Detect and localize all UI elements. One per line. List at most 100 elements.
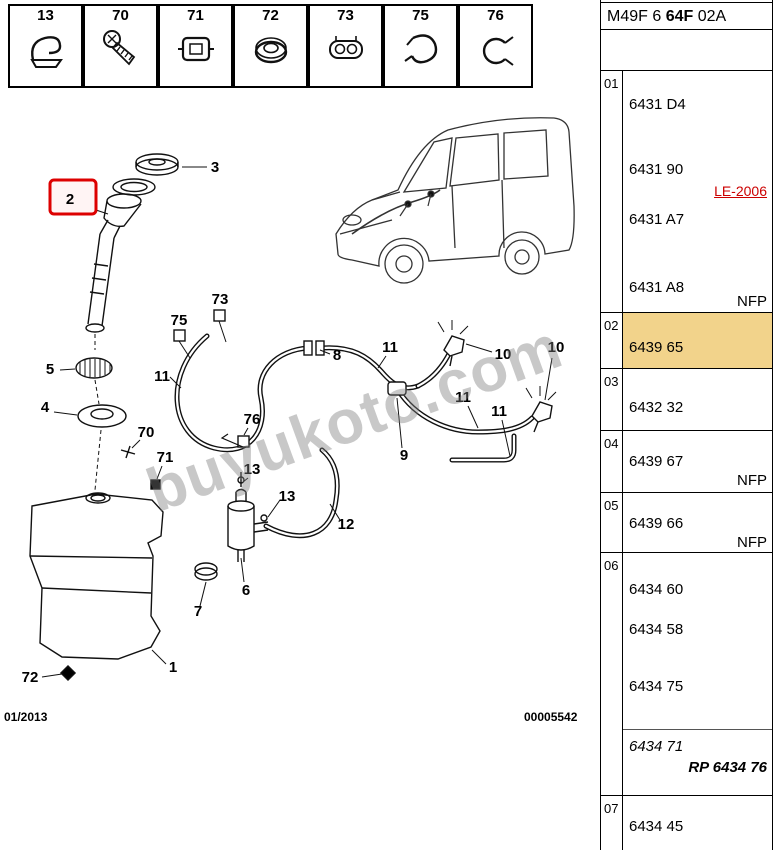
washer-hoses [174, 333, 535, 539]
callout-13b[interactable]: 13 [279, 488, 296, 505]
fastener-cell-72[interactable]: 72 [233, 4, 308, 88]
parts-row-03: 03 6432 32 [601, 368, 772, 430]
clamp-76-mark [237, 435, 250, 448]
callout-75[interactable]: 75 [171, 312, 188, 329]
fastener-number: 70 [112, 7, 129, 24]
callout-70[interactable]: 70 [138, 424, 155, 441]
revision-date: 01/2013 [4, 710, 48, 724]
row-parts-cell-highlighted: 6439 65 [623, 313, 772, 368]
row-parts-cell: 6431 D4 6431 90 LE-2006 6431 A7 6431 A8 … [623, 71, 772, 312]
le2006-link[interactable]: LE-2006 [714, 183, 767, 199]
part-number[interactable]: 6434 75 [629, 678, 684, 695]
part-number[interactable]: 6434 45 [629, 818, 684, 835]
part-number[interactable]: 6432 32 [629, 399, 684, 416]
callout-5[interactable]: 5 [46, 361, 54, 378]
part-number[interactable]: 6431 D4 [629, 96, 686, 113]
part-number[interactable]: 6439 66 [629, 515, 684, 532]
catalog-reference: M49F 6 64F 02A [601, 2, 772, 30]
row-index: 01 [601, 71, 623, 312]
part-number[interactable]: 6439 67 [629, 453, 684, 470]
callout-8[interactable]: 8 [333, 347, 341, 364]
callout-13a[interactable]: 13 [244, 461, 261, 478]
fastener-cell-76[interactable]: 76 [458, 4, 533, 88]
leader-lines [41, 166, 553, 678]
callout-73[interactable]: 73 [212, 291, 229, 308]
grommet-icon [254, 37, 287, 64]
hose-clip-icon [403, 34, 437, 64]
callout-10a[interactable]: 10 [495, 346, 512, 363]
fastener-cell-13[interactable]: 13 [8, 4, 83, 88]
superseded-part-number[interactable]: 6434 71 [629, 738, 684, 755]
nfp-flag: NFP [737, 293, 767, 310]
callout-2[interactable]: 2 [66, 191, 74, 208]
screw-70-mark [120, 445, 136, 459]
parts-rows: 01 6431 D4 6431 90 LE-2006 6431 A7 6431 … [601, 70, 772, 850]
parts-row-07: 07 6434 45 [601, 795, 772, 850]
callout-11c[interactable]: 11 [455, 389, 471, 406]
fastener-marks [59, 309, 250, 682]
row-index: 04 [601, 431, 623, 492]
part-number[interactable]: 6431 A8 [629, 279, 685, 296]
part-number[interactable]: 6434 58 [629, 621, 684, 638]
callout-9[interactable]: 9 [400, 447, 408, 464]
fastener-number: 76 [487, 7, 504, 24]
callout-12[interactable]: 12 [338, 516, 355, 533]
callout-11a[interactable]: 11 [154, 368, 170, 385]
row-index: 02 [601, 313, 623, 368]
row-parts-cell: 6434 60 6434 58 6434 75 6434 71 RP 6434 … [623, 553, 772, 795]
row-parts-cell: 6432 32 [623, 369, 772, 430]
callout-4[interactable]: 4 [41, 399, 50, 416]
substitution-divider [623, 729, 772, 730]
parts-row-04: 04 6439 67 NFP [601, 430, 772, 492]
parts-row-01: 01 6431 D4 6431 90 LE-2006 6431 A7 6431 … [601, 70, 772, 312]
parts-row-02: 02 6439 65 [601, 312, 772, 368]
clamp-clip-icon [482, 36, 514, 66]
row-index: 06 [601, 553, 623, 795]
nfp-flag: NFP [737, 472, 767, 489]
connector-73-mark [213, 309, 226, 322]
connectors-nozzles [303, 320, 557, 433]
row-parts-cell: 6439 66 NFP [623, 493, 772, 552]
callout-72[interactable]: 72 [22, 669, 39, 686]
row-parts-cell: 6434 45 [623, 796, 772, 850]
fastener-cell-70[interactable]: 70 [83, 4, 158, 88]
callout-71[interactable]: 71 [157, 449, 174, 466]
hose-connector-icon [328, 36, 363, 59]
washer-parts [29, 153, 269, 660]
grommet-72-mark [59, 664, 77, 682]
nfp-flag: NFP [737, 534, 767, 551]
clip-nut-icon [177, 36, 214, 62]
callout-10b[interactable]: 10 [548, 339, 565, 356]
diagram-canvas: 2 3 75 73 11 8 11 10 10 11 11 5 4 76 70 … [22, 117, 575, 686]
callout-76[interactable]: 76 [244, 411, 261, 428]
callout-1[interactable]: 1 [169, 659, 177, 676]
fastener-strip: 13 70 71 72 [8, 4, 533, 88]
part-number[interactable]: 6434 60 [629, 581, 684, 598]
parts-row-05: 05 6439 66 NFP [601, 492, 772, 552]
parts-panel: M49F 6 64F 02A 01 6431 D4 6431 90 LE-200… [600, 0, 773, 850]
parts-row-06: 06 6434 60 6434 58 6434 75 6434 71 RP 64… [601, 552, 772, 795]
replacement-part-number[interactable]: RP 6434 76 [688, 759, 767, 776]
row-index: 05 [601, 493, 623, 552]
clip-75-mark [173, 329, 186, 342]
exploded-diagram: 2 3 75 73 11 8 11 10 10 11 11 5 4 76 70 … [0, 88, 600, 750]
ref-post: 02A [693, 8, 727, 25]
fastener-number: 72 [262, 7, 279, 24]
fastener-cell-73[interactable]: 73 [308, 4, 383, 88]
selected-callout-box[interactable]: 2 [48, 178, 98, 216]
part-number-selected[interactable]: 6439 65 [629, 339, 684, 356]
callout-labels: 3 75 73 11 8 11 10 10 11 11 5 4 76 70 71… [22, 159, 565, 686]
callout-7[interactable]: 7 [194, 603, 202, 620]
fastener-cell-71[interactable]: 71 [158, 4, 233, 88]
fastener-cell-75[interactable]: 75 [383, 4, 458, 88]
part-number[interactable]: 6431 90 [629, 161, 684, 178]
row-index: 03 [601, 369, 623, 430]
sheet-number: 00005542 [524, 710, 578, 724]
ref-bold: 64F [665, 8, 694, 25]
callout-11d[interactable]: 11 [491, 403, 507, 420]
callout-11b[interactable]: 11 [382, 339, 398, 356]
fastener-number: 13 [37, 7, 54, 24]
callout-3[interactable]: 3 [211, 159, 219, 176]
callout-6[interactable]: 6 [242, 582, 250, 599]
part-number[interactable]: 6431 A7 [629, 211, 685, 228]
